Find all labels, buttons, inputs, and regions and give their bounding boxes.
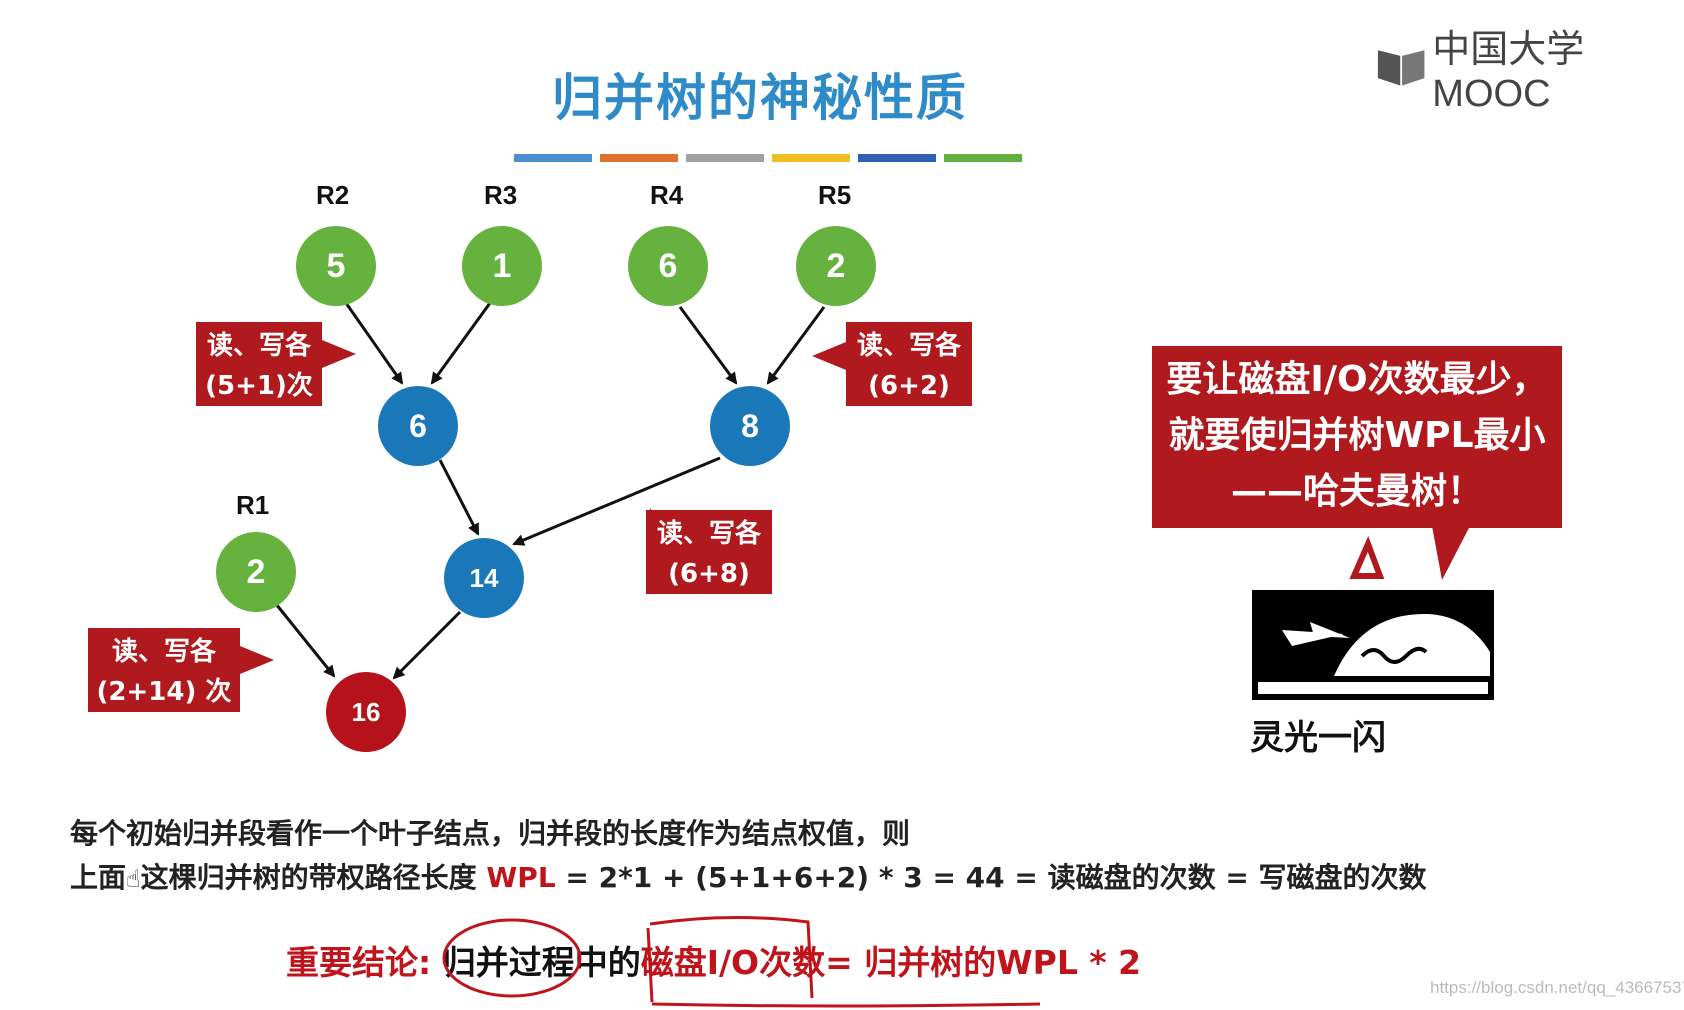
callout-line: 读、写各 <box>656 519 761 549</box>
huffman-callout-line: 要让磁盘I/O次数最少， <box>1166 359 1548 400</box>
body-text-segment: 上面 <box>70 861 127 894</box>
color-bar-segment <box>600 154 678 162</box>
conclusion-disk-io: 磁盘I/O次数 <box>640 943 826 982</box>
pointing-hand-icon: ☝ <box>126 865 141 893</box>
wpl-formula: = 2*1 + (5+1+6+2) * 3 = 44 = 读磁盘的次数 = 写磁… <box>565 861 1427 894</box>
leaf-node-r2: 5 <box>296 226 376 306</box>
callout-line: 读、写各 <box>206 331 311 361</box>
callout-line: 读、写各 <box>111 637 216 667</box>
body-line-2: 上面☝这棵归并树的带权路径长度 WPL = 2*1 + (5+1+6+2) * … <box>70 856 1427 896</box>
run-label-r3: R3 <box>484 180 518 210</box>
edge-r2-to-6 <box>344 302 404 385</box>
callout-read-write-6-8: 读、写各 (6+8) 次 <box>646 510 772 629</box>
callout-tail <box>812 342 846 370</box>
callout-small-triangle <box>1349 536 1385 579</box>
hand-drawn-circle <box>442 918 582 998</box>
callout-line: (6+2) 次 <box>868 371 950 441</box>
body-line-1: 每个初始归并段看作一个叶子结点，归并段的长度作为结点权值，则 <box>70 817 911 850</box>
edge-14-to-16 <box>392 610 462 680</box>
edge-r5-to-8 <box>766 306 826 385</box>
edge-r4-to-8 <box>678 306 738 385</box>
huffman-callout: 要让磁盘I/O次数最少， 就要使归并树WPL最小 ——哈夫曼树！ <box>1152 346 1562 528</box>
callout-line: (2+14) 次 <box>96 677 232 707</box>
body-text-segment: 这棵归并树的带权路径长度 <box>140 861 477 894</box>
watermark: https://blog.csdn.net/qq_43667537 <box>1430 978 1684 997</box>
leaf-node-r4: 6 <box>628 226 708 306</box>
page-title: 归并树的神秘性质 <box>552 69 968 127</box>
logo-text: 中国大学MOOC <box>1432 29 1585 115</box>
conclusion-label: 重要结论: <box>286 943 432 982</box>
color-bar-segment <box>944 154 1022 162</box>
edge-r3-to-6 <box>430 302 492 385</box>
callout-read-write-5-1: 读、写各 (5+1)次 <box>196 322 322 406</box>
callout-tail <box>322 340 356 368</box>
edge-8-to-14 <box>512 456 721 546</box>
conclusion: 重要结论: 归并过程中的磁盘I/O次数= 归并树的WPL * 2 <box>286 936 1141 984</box>
merge-node-8: 8 <box>710 386 790 466</box>
conclusion-merge-process: 归并过程 <box>442 943 575 982</box>
run-label-r5: R5 <box>818 180 852 210</box>
leaf-node-r1: 2 <box>216 532 296 612</box>
callout-read-write-6-2: 读、写各 (6+2) 次 <box>846 322 972 441</box>
color-bar-segment <box>686 154 764 162</box>
run-label-r4: R4 <box>650 180 684 210</box>
edge-6-to-14 <box>438 459 480 536</box>
big-callout-tails <box>1349 526 1470 580</box>
root-node-16: 16 <box>326 672 406 752</box>
color-bar-segment <box>858 154 936 162</box>
merge-node-6: 6 <box>378 386 458 466</box>
callout-line: (5+1)次 <box>205 371 313 401</box>
callout-read-write-2-14: 读、写各 (2+14) 次 <box>88 628 240 712</box>
run-label-r1: R1 <box>236 490 270 520</box>
wpl-label: WPL <box>486 861 556 894</box>
mooc-book-icon <box>1377 50 1425 86</box>
edge-r1-to-16 <box>274 603 336 678</box>
color-bar-segment <box>514 154 592 162</box>
leaf-node-r5: 2 <box>796 226 876 306</box>
hand-drawn-box <box>646 915 1041 1008</box>
inspiration-illustration <box>1252 590 1494 700</box>
run-label-r2: R2 <box>316 180 350 210</box>
mooc-logo: 中国大学MOOC <box>1376 29 1684 115</box>
big-callout-tail <box>1432 526 1470 580</box>
leaf-node-r3: 1 <box>462 226 542 306</box>
callout-line: 读、写各 <box>856 331 961 361</box>
huffman-callout-line: 就要使归并树WPL最小 <box>1168 415 1546 456</box>
color-bar-segment <box>772 154 850 162</box>
merge-node-14: 14 <box>444 538 524 618</box>
callout-tail <box>240 646 274 674</box>
conclusion-connector: 中的 <box>574 943 641 982</box>
callout-line: (6+8) 次 <box>668 559 750 629</box>
conclusion-wpl: = 归并树的WPL * 2 <box>825 943 1142 982</box>
inspiration-caption: 灵光一闪 <box>1250 718 1386 758</box>
huffman-callout-line: ——哈夫曼树！ <box>1230 471 1483 512</box>
color-bar <box>514 154 1022 162</box>
